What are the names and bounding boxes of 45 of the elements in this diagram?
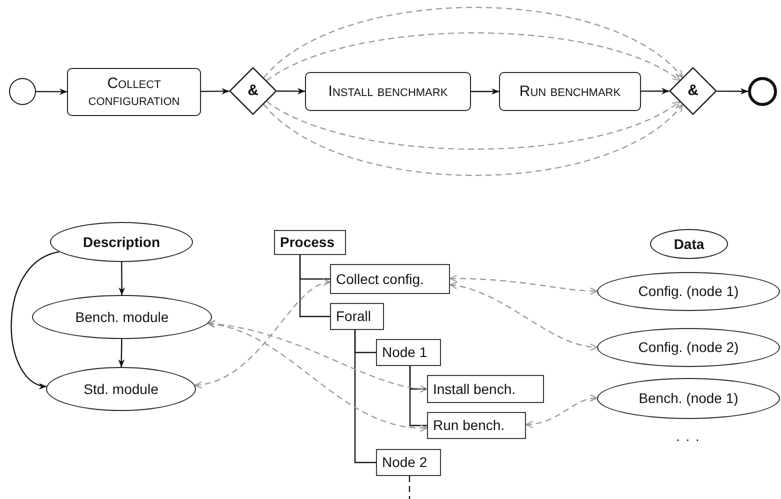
arrow [266,32,680,82]
task-box: Collect configuration [67,68,201,116]
ellipse-node: Data [650,229,728,259]
arrow [525,394,598,428]
ellipse-node: Bench. (node 1) [597,378,780,419]
arrow [276,88,306,94]
arrow [449,274,598,295]
tree-box: Node 2 [376,449,441,476]
arrow [641,88,670,94]
ellipse-node: Config. (node 1) [597,272,780,311]
ellipsis-text: . . . [676,428,700,444]
ellipse-node: Description [50,222,193,262]
tree-box: Node 1 [376,339,441,366]
arrow [118,262,125,296]
task-box: Install benchmark [305,72,471,111]
arrow [194,280,331,388]
arrow [201,88,230,94]
arrow [207,321,428,432]
arrow [449,282,598,350]
tree-box: Forall [330,303,384,330]
connector-line [408,476,410,499]
connector-line [354,330,376,464]
end-event-circle [748,77,777,106]
arrow [208,320,428,392]
ellipse-node: Bench. module [32,295,212,339]
arrow [118,339,125,368]
arrow [266,100,680,150]
tree-box: Collect config. [330,264,450,294]
tree-box: Run bench. [427,412,526,439]
arrow [716,88,748,95]
arrow [10,251,60,388]
arrow [263,104,684,176]
ellipse-node: Config. (node 2) [597,328,780,367]
arrow [36,88,68,95]
ellipse-node: Std. module [46,367,196,411]
gateway-diamond: & [229,67,277,115]
tree-box: Process [274,230,346,255]
arrow [471,88,500,95]
connector-line [299,255,330,318]
arrow [263,6,684,78]
gateway-diamond: & [669,67,717,115]
start-event-circle [9,78,36,105]
tree-box: Install bench. [427,375,544,403]
connector-line [409,366,427,426]
task-box: Run benchmark [499,72,641,111]
